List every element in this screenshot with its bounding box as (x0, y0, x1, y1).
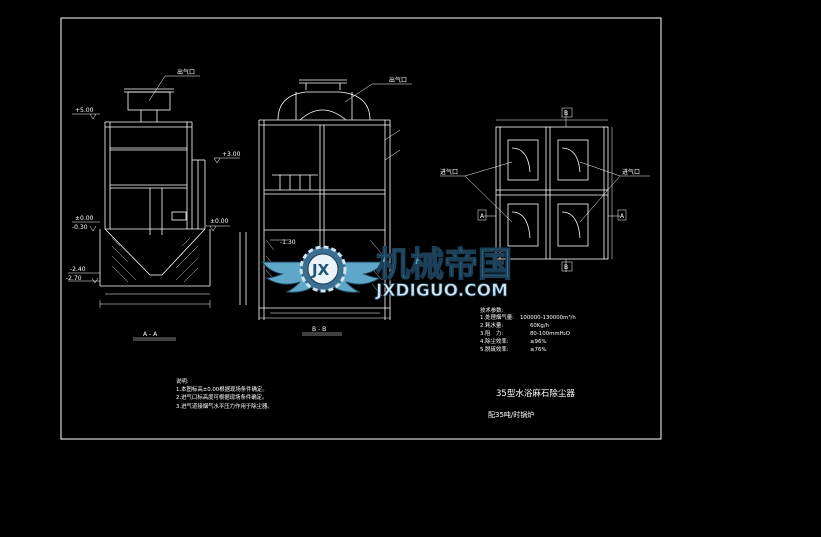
bb-outlet-label: 出气口 (389, 76, 407, 84)
note-2: 2.进气口标高度可根据现场条件确定。 (176, 393, 267, 401)
plan-marker-b-bottom: B (564, 264, 568, 271)
plan-inlet-label-left: 进气口 (440, 168, 458, 176)
tech-param-1-label: 1.处理烟气量: (480, 313, 514, 321)
notes-heading: 说明: (176, 377, 189, 385)
bb-elev: -1.30 (280, 239, 296, 246)
drawing-frame (60, 17, 662, 440)
plan-view (440, 107, 650, 272)
note-3: 3.进气道接烟气水平压力作用于除尘器。 (176, 402, 273, 410)
section-bb-view (239, 79, 412, 336)
tech-param-2-label: 2.耗水量: (480, 321, 503, 329)
aa-elev-mid: +3.00 (222, 151, 241, 158)
watermark-text-en: JXDIGUO.COM (375, 281, 508, 301)
tech-params-heading: 技术参数: (480, 306, 504, 314)
aa-elev-zero-b: ±0.00 (210, 218, 229, 225)
aa-elev-top: +5.00 (75, 107, 94, 114)
tech-param-2-value: 60Kg/h (530, 323, 549, 329)
tech-params: 技术参数: 1.处理烟气量: 100000-130000m³/h 2.耗水量: … (480, 306, 576, 353)
watermark: JX 机械帝国 JXDIGUO.COM (260, 244, 513, 301)
plan-marker-a-right: A (620, 213, 625, 220)
bb-section-title: B - B (312, 326, 326, 333)
tech-param-4-label: 4.除尘效率: (480, 337, 509, 345)
section-aa-view (68, 75, 240, 341)
watermark-logo-letters: JX (311, 261, 330, 279)
plan-inlet-label-right: 进气口 (622, 168, 640, 176)
hopper-fill-aa (111, 237, 199, 283)
drawing-title: 35型水浴麻石除尘器 (496, 388, 575, 399)
tech-param-3-label: 3.阻 力: (480, 329, 503, 337)
aa-outlet-label: 出气口 (177, 68, 195, 76)
aa-section-title: A - A (143, 331, 158, 338)
tech-param-5-value: ≥76% (530, 347, 547, 353)
aa-elev-neg-a: -0.30 (72, 224, 88, 231)
tech-param-4-value: ≥96% (530, 339, 547, 345)
drawing-subtitle: 配35吨/时锅炉 (488, 410, 534, 419)
notes: 说明: 1.本图标高±0.00根据现场条件确定。 2.进气口标高度可根据现场条件… (176, 377, 273, 410)
tech-param-5-label: 5.脱硫效率: (480, 345, 509, 353)
aa-elev-zero-a: ±0.00 (75, 215, 94, 222)
plan-marker-a-left: A (480, 213, 485, 220)
aa-elev-neg1: -2.40 (70, 266, 86, 273)
tech-param-1-value: 100000-130000m³/h (520, 314, 576, 321)
watermark-text-cn: 机械帝国 (376, 245, 512, 285)
tech-param-3-value: 80-100mmH₂O (530, 331, 570, 337)
aa-elev-neg2: -2.70 (66, 275, 82, 282)
note-1: 1.本图标高±0.00根据现场条件确定。 (176, 385, 268, 393)
plan-marker-b-top: B (564, 110, 568, 117)
